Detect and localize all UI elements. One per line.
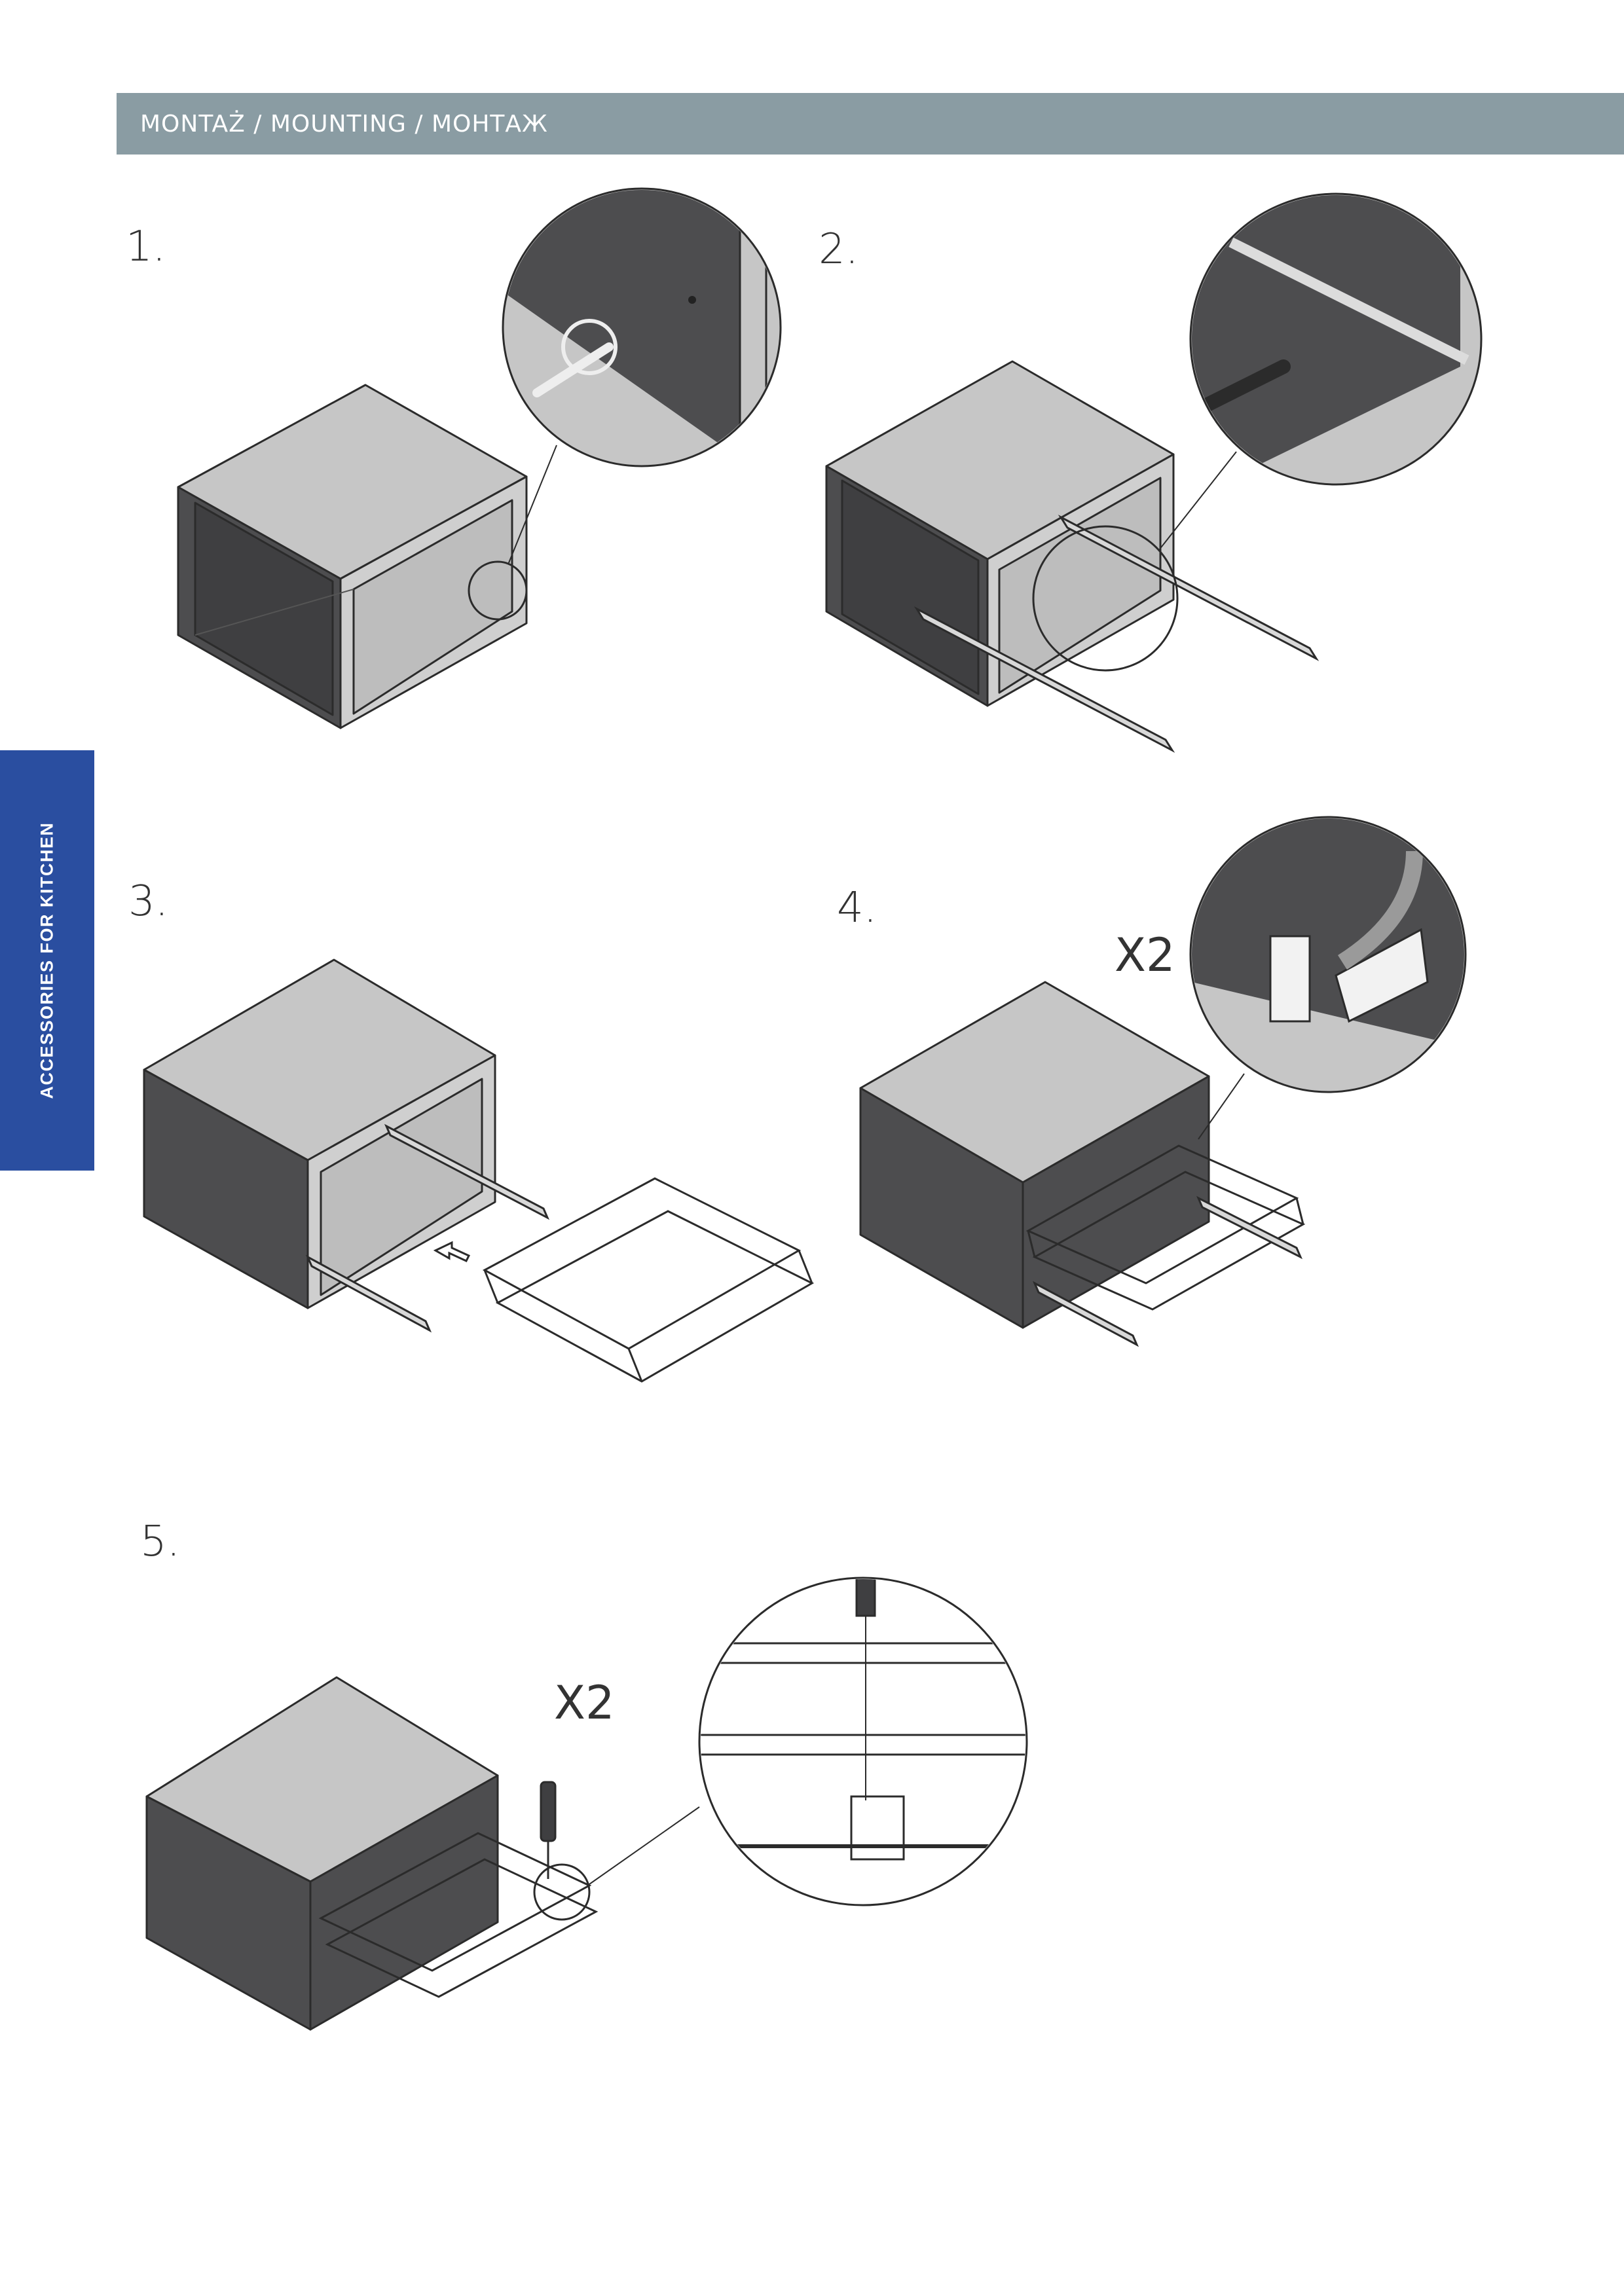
step-5-screwdriver [540, 1781, 557, 1879]
step-5-detail-circle [533, 1576, 1028, 1921]
step-2-cabinet [825, 360, 1175, 707]
step-3-dish-rack [482, 1177, 815, 1383]
step-1-cabinet [177, 384, 528, 729]
step-4-cabinet [859, 981, 1210, 1329]
step-number-3: 3. [128, 877, 169, 926]
step-number-1: 1. [126, 223, 166, 271]
step-3-slide-rails [305, 1123, 550, 1333]
step-number-2: 2. [819, 225, 859, 274]
step-2-detail-circle [1032, 192, 1483, 672]
step-3-insert-arrow [433, 1241, 471, 1262]
step-1-detail-circle [468, 187, 782, 621]
step-number-5: 5. [140, 1518, 181, 1566]
step-5-cabinet [145, 1676, 499, 2031]
step-4-slide-rails [1032, 1195, 1303, 1347]
step-3-cabinet [143, 958, 496, 1309]
step-5-quantity: X2 [554, 1676, 615, 1730]
step-4-detail-circle [1189, 816, 1467, 1140]
step-2-slide-rails [913, 515, 1320, 753]
step-4-dish-rack [1025, 1144, 1306, 1311]
step-4-quantity: X2 [1115, 928, 1175, 982]
header-title: MONTAŻ / MOUNTING / МОНТАЖ [140, 110, 548, 137]
header-bar: MONTAŻ / MOUNTING / МОНТАЖ [117, 93, 1624, 155]
step-number-4: 4. [837, 884, 877, 932]
side-tab: ACCESSORIES FOR KITCHEN [0, 750, 94, 1171]
